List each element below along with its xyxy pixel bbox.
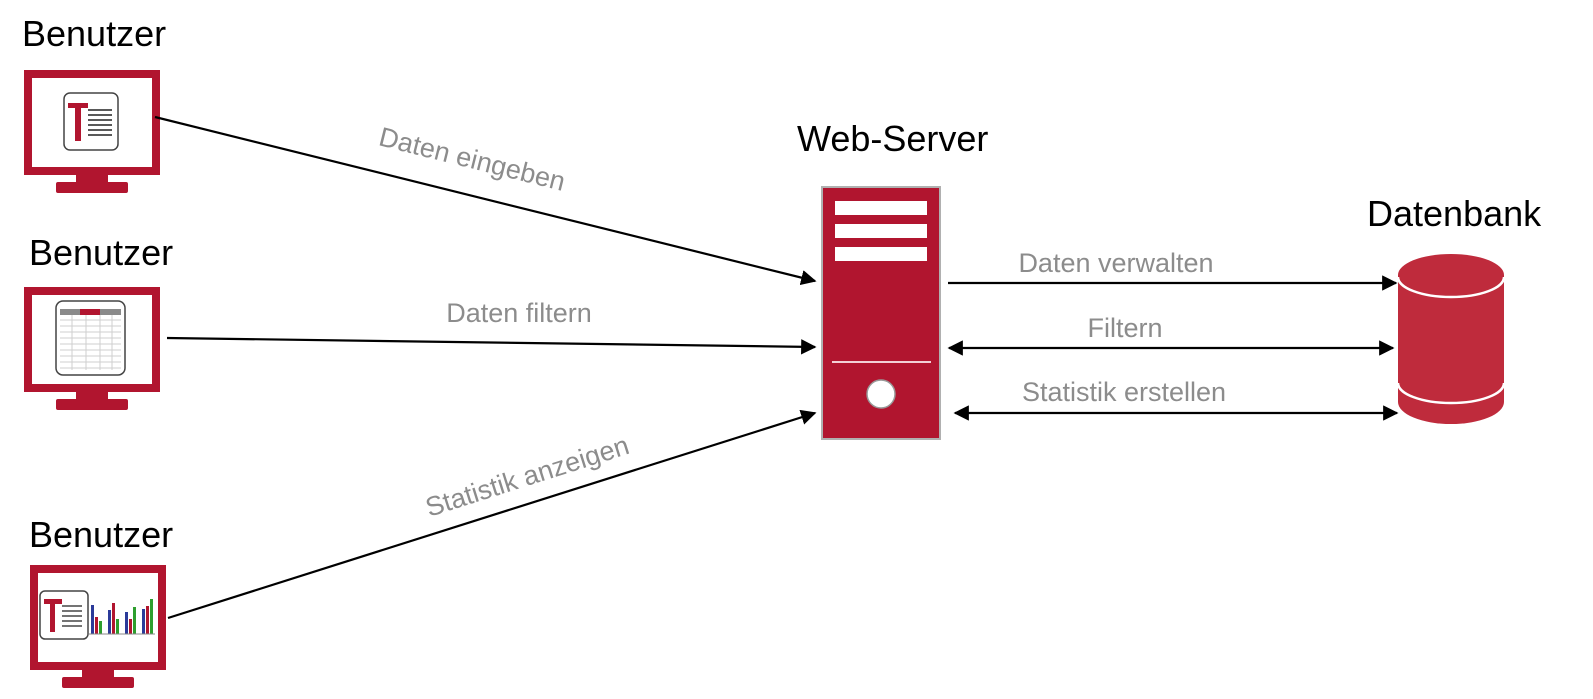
- edge-label-daten-filtern: Daten filtern: [446, 298, 592, 328]
- text-document-icon: [63, 92, 119, 151]
- edge-label-filtern: Filtern: [1087, 313, 1162, 343]
- server-tower-icon: [821, 186, 941, 440]
- edge-user1-server: [154, 115, 817, 286]
- user-3-monitor-icon: [30, 565, 166, 688]
- edge-user2-server: [166, 336, 817, 355]
- server-label: Web-Server: [797, 118, 988, 159]
- mini-bar-chart-icon: [89, 599, 155, 635]
- edge-label-daten-verwalten: Daten verwalten: [1018, 248, 1213, 278]
- spreadsheet-icon: [55, 300, 126, 376]
- user-1-label: Benutzer: [22, 13, 166, 54]
- user-2-label: Benutzer: [29, 232, 173, 273]
- edge-label-statistik-anzeigen: Statistik anzeigen: [422, 430, 633, 523]
- database-cylinder-icon: [1396, 254, 1506, 424]
- edge-label-statistik-erstellen: Statistik erstellen: [1022, 377, 1226, 407]
- text-document-with-bar-chart-icon: [39, 590, 155, 640]
- edge-user3-server: [167, 409, 817, 620]
- edge-label-daten-eingeben: Daten eingeben: [376, 122, 568, 197]
- user-2-monitor-icon: [24, 287, 160, 410]
- database-label: Datenbank: [1367, 193, 1542, 234]
- user-3-label: Benutzer: [29, 514, 173, 555]
- user-1-monitor-icon: [24, 70, 160, 193]
